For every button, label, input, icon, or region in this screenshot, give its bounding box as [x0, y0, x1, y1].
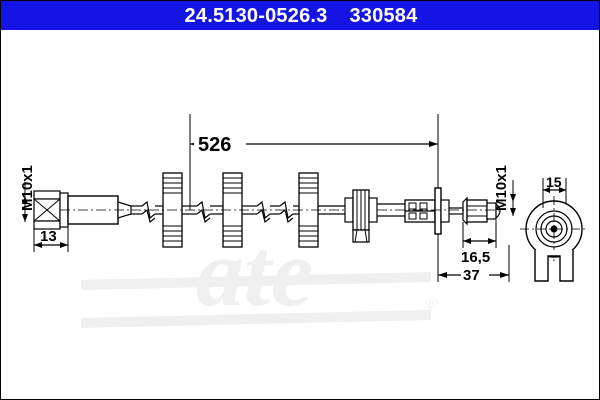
arrow-right-13: [60, 242, 68, 248]
right-hex-nut: [466, 199, 488, 223]
technical-drawing-canvas: ate ® 526 M10x1: [1, 30, 599, 399]
dimension-right-fitting: 16,5: [461, 220, 497, 266]
arrow-right-165: [488, 238, 496, 244]
break-symbol-1-top: [141, 200, 156, 220]
arrow-left-15: [543, 187, 550, 193]
end-flange-plate: [434, 187, 442, 235]
left-hex-x2: [33, 198, 61, 222]
dim-label-13: 13: [40, 228, 57, 245]
break-symbol-2-bot: [196, 208, 211, 224]
arrow-left-165: [463, 238, 471, 244]
label-right-thread: M10x1: [493, 165, 516, 216]
dim-label-526: 526: [198, 134, 231, 156]
arrow-left-thread-bottom: [22, 214, 28, 222]
bracket-front-view: 15: [520, 174, 588, 282]
union-right-shoulder: [368, 197, 378, 223]
ate-watermark: ate ®: [81, 219, 438, 328]
dim-text-bg-37: [461, 264, 489, 284]
union-tab-line-2: [364, 229, 368, 243]
dimension-end-offset: 37: [437, 234, 510, 284]
right-end-fitting: [462, 196, 501, 226]
watermark-bar-upper: [81, 272, 431, 290]
arrow-right-thread-top: [510, 194, 516, 202]
right-thread-tip: [495, 202, 501, 220]
flange-boss: [440, 199, 450, 223]
arrow-right-15: [559, 187, 566, 193]
dimension-left-fitting: 13: [33, 227, 69, 252]
spring-cell-4: [419, 212, 428, 220]
spring-cell-2: [419, 202, 428, 210]
arrow-right-thread-bottom: [510, 208, 516, 216]
watermark-bar-lower: [81, 310, 431, 328]
dim-text-bg-526: [194, 130, 246, 156]
arrow-left-thread-top: [22, 196, 28, 204]
spring-cell-1: [408, 202, 417, 210]
reference-number-label: 330584: [349, 4, 418, 27]
dimension-overall-length: 526: [189, 114, 439, 210]
break-symbol-4-top: [279, 200, 294, 220]
spring-guard-section: [404, 187, 450, 235]
union-tab-line-1: [354, 229, 358, 243]
watermark-registered-icon: ®: [426, 295, 438, 312]
break-symbol-4-bot: [279, 208, 294, 224]
arrow-left-13: [34, 242, 42, 248]
dim-label-165: 16,5: [461, 249, 490, 266]
right-fitting-shoulder: [462, 196, 468, 226]
part-number-label: 24.5130-0526.3: [184, 4, 328, 27]
arrow-right-526: [429, 141, 438, 147]
dim-label-37: 37: [463, 267, 480, 284]
break-symbol-1-bot: [141, 208, 156, 224]
label-left-thread: M10x1: [19, 165, 36, 222]
watermark-brand-text: ate: [196, 219, 313, 326]
mid-union-bracket: [344, 189, 378, 243]
break-symbol-3-bot: [256, 208, 271, 224]
union-left-shoulder: [344, 197, 354, 223]
hose-assembly: [131, 172, 345, 248]
dim-label-15: 15: [546, 174, 562, 190]
left-thread-label: M10x1: [19, 165, 36, 211]
bracket-legs: [534, 250, 574, 282]
title-bar: 24.5130-0526.3 330584: [1, 1, 599, 30]
right-thread-label: M10x1: [493, 165, 510, 211]
arrow-left-37: [438, 272, 447, 278]
left-nut-top: [33, 190, 61, 200]
spring-cell-3: [408, 212, 417, 220]
arrow-right-37: [500, 272, 509, 278]
